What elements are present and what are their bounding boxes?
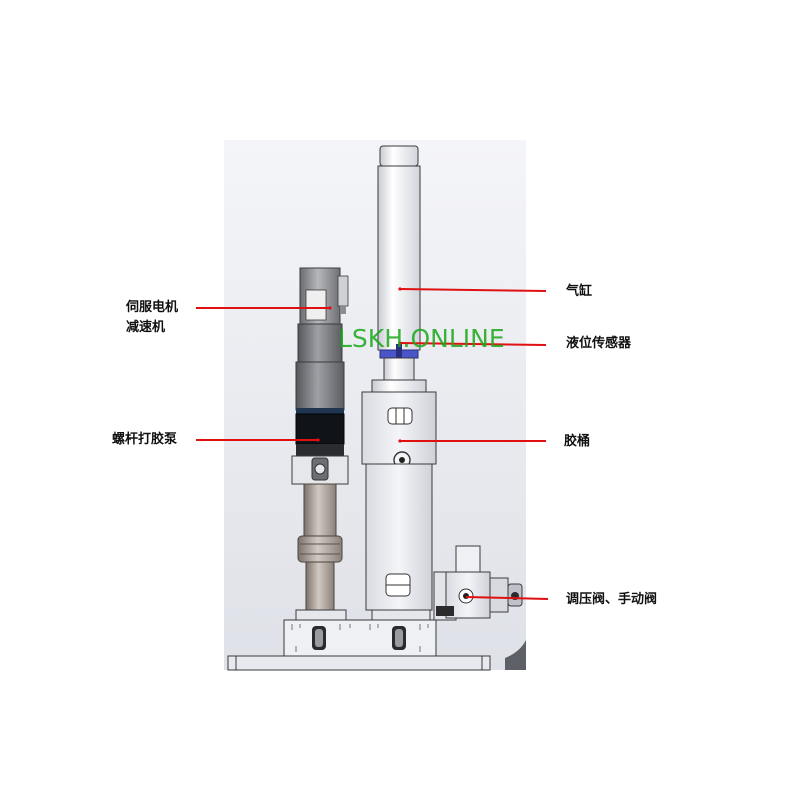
cylinder-barrel-assembly [361,145,437,621]
label-reducer: 减速机 [126,320,166,335]
label-glue-barrel: 胶桶 [564,434,591,449]
watermark-text: LSKH.ONLINE [338,324,505,353]
mounting-block [283,619,437,657]
leader-line-level-sensor [399,342,547,346]
base-plate [227,655,491,671]
screw-pump-assembly [291,267,349,621]
leader-lines [196,288,549,600]
label-cylinder: 气缸 [566,284,593,299]
label-valves: 调压阀、手动阀 [566,592,658,607]
background-shadow [505,640,526,670]
leader-line-valves [465,596,549,600]
label-level-sensor: 液位传感器 [566,336,632,351]
leader-line-cylinder [399,288,547,292]
label-screw-pump: 螺杆打胶泵 [112,432,178,447]
label-servo-motor: 伺服电机 [126,300,179,315]
valve-assembly [433,545,523,621]
